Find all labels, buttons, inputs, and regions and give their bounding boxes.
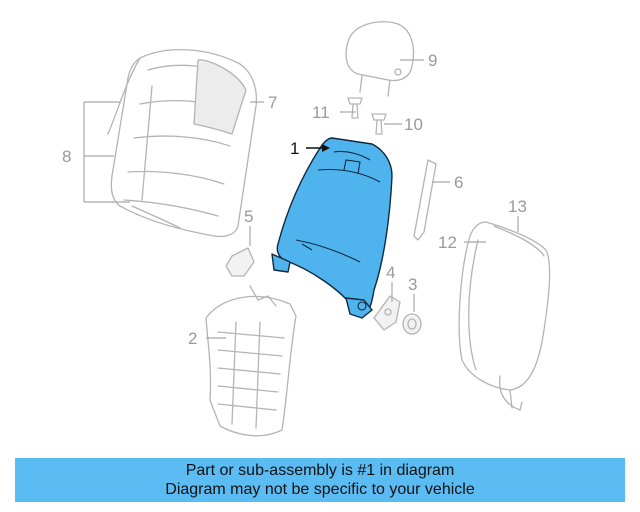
bracket-4 [373, 295, 401, 331]
callout-4: 4 [386, 263, 395, 282]
nut-3 [402, 313, 422, 335]
seat-back-cover [110, 48, 258, 238]
callout-2: 2 [188, 329, 197, 348]
side-panel [458, 221, 551, 411]
callout-8: 8 [62, 147, 71, 166]
headrest [345, 21, 415, 97]
parts-diagram: 1 2 3 4 5 6 7 8 9 10 11 12 13 [62, 21, 551, 437]
screw-11 [347, 97, 363, 119]
side-trim [413, 159, 437, 241]
caption-line-2: Diagram may not be specific to your vehi… [165, 481, 475, 498]
callout-11: 11 [312, 103, 330, 122]
caption-line-1: Part or sub-assembly is #1 in diagram [185, 462, 455, 479]
bracket-5 [225, 247, 255, 277]
callout-3: 3 [408, 275, 417, 294]
callout-1: 1 [290, 139, 299, 158]
screw-10 [371, 113, 387, 135]
callout-6: 6 [454, 173, 463, 192]
callout-9: 9 [428, 51, 437, 70]
callout-12: 12 [438, 233, 457, 252]
seat-back-frame [271, 137, 393, 319]
callout-13: 13 [508, 197, 527, 216]
lumbar-support [205, 285, 297, 437]
seat-back-wires [83, 57, 181, 229]
arrow-1 [322, 144, 330, 152]
callout-5: 5 [244, 207, 253, 226]
callout-7: 7 [268, 93, 277, 112]
caption-bar: Part or sub-assembly is #1 in diagram Di… [15, 458, 625, 502]
callout-10: 10 [404, 115, 423, 134]
